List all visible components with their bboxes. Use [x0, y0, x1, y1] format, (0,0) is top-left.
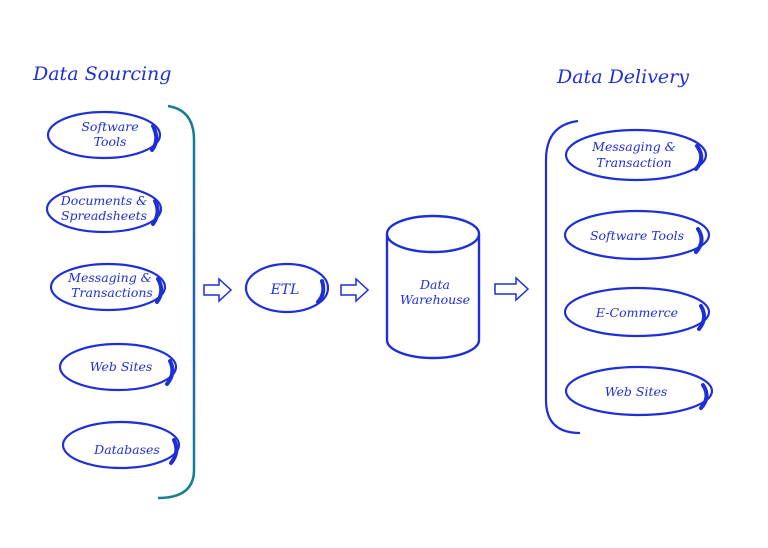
sourcing-bracket [157, 104, 196, 500]
svg-text:Web Sites: Web Sites [605, 384, 668, 399]
svg-text:Tools: Tools [94, 134, 127, 149]
svg-text:Documents &: Documents & [60, 193, 147, 208]
svg-text:Transactions: Transactions [71, 285, 153, 300]
arrow-icon [494, 276, 530, 302]
data-sourcing-title: Data Sourcing [32, 63, 171, 85]
svg-text:Databases: Databases [93, 442, 160, 457]
source-item-web-sites[interactable]: Web Sites [58, 342, 178, 392]
svg-text:Spreadsheets: Spreadsheets [61, 208, 147, 223]
svg-text:Software Tools: Software Tools [590, 228, 684, 243]
svg-text:Messaging &: Messaging & [591, 139, 676, 154]
svg-text:Software: Software [81, 119, 138, 134]
delivery-item-messaging-transaction[interactable]: Messaging & Transaction [564, 128, 708, 182]
data-warehouse-node[interactable]: Data Warehouse [385, 214, 481, 360]
arrow-icon [340, 277, 370, 303]
svg-text:Transaction: Transaction [596, 155, 671, 170]
etl-node[interactable]: ETL [244, 262, 330, 314]
delivery-item-software-tools[interactable]: Software Tools [563, 209, 711, 261]
svg-text:Warehouse: Warehouse [400, 292, 470, 307]
source-item-databases[interactable]: Databases [61, 420, 181, 470]
source-item-messaging-transactions[interactable]: Messaging & Transactions [49, 262, 167, 312]
delivery-bracket [544, 119, 581, 435]
svg-text:E-Commerce: E-Commerce [595, 305, 678, 320]
delivery-item-e-commerce[interactable]: E-Commerce [563, 286, 711, 338]
svg-text:Data: Data [419, 277, 450, 292]
data-delivery-title: Data Delivery [556, 66, 689, 88]
etl-label: ETL [270, 282, 300, 298]
delivery-item-web-sites[interactable]: Web Sites [564, 365, 714, 417]
svg-text:Messaging &: Messaging & [67, 270, 152, 285]
svg-text:Web Sites: Web Sites [90, 359, 153, 374]
arrow-icon [203, 277, 233, 303]
source-item-documents-spreadsheets[interactable]: Documents & Spreadsheets [45, 184, 163, 234]
source-item-software-tools[interactable]: Software Tools [46, 110, 162, 160]
